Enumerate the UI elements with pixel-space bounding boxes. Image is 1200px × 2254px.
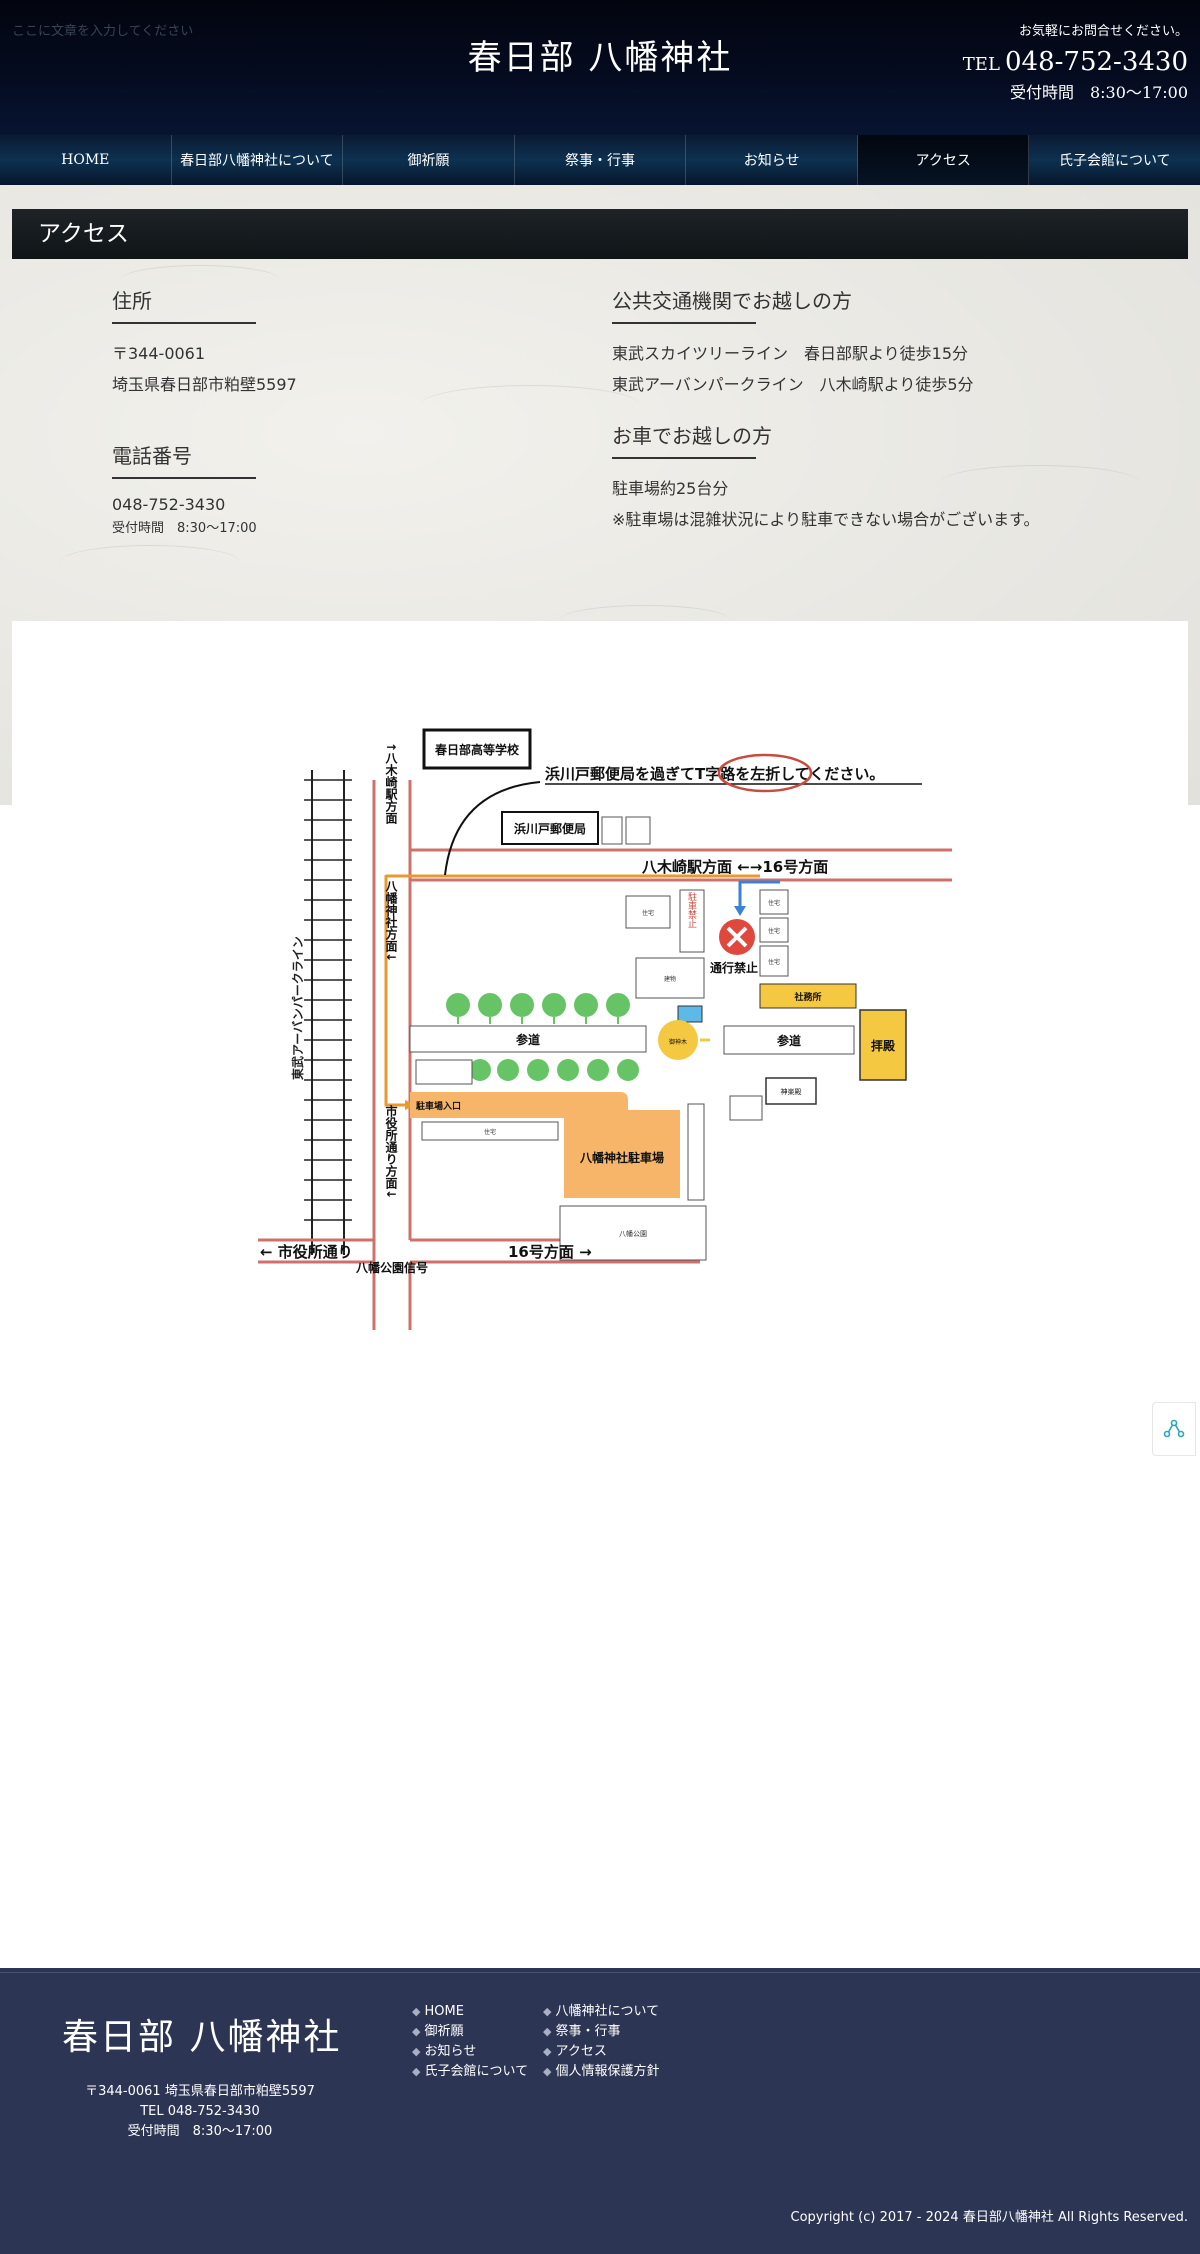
footer-link-privacy[interactable]: ◆個人情報保護方針 <box>543 2064 660 2079</box>
transit-line-2: 東武アーバンパークライン 八木崎駅より徒歩5分 <box>612 375 974 394</box>
share-icon <box>1163 1419 1185 1438</box>
nav-prayer[interactable]: 御祈願 <box>343 135 515 185</box>
car-line-1: 駐車場約25台分 <box>612 479 729 498</box>
contact-lead: お気軽にお問合せください。 <box>1018 24 1188 39</box>
map-roads <box>258 780 952 1330</box>
footer-link-hall[interactable]: ◆氏子会館について <box>412 2064 529 2079</box>
map-label-yagisaki-vertical: ↑八木崎駅方面 <box>384 742 398 825</box>
footer-link-access[interactable]: ◆アクセス <box>543 2044 607 2059</box>
global-nav: HOME 春日部八幡神社について 御祈願 祭事・行事 お知らせ アクセス 氏子会… <box>0 135 1200 185</box>
map-label-office: 社務所 <box>793 991 821 1003</box>
nav-hall[interactable]: 氏子会館について <box>1058 153 1171 169</box>
map-instruction: 浜川戸郵便局を過ぎてT字路を左折してください。 <box>545 765 884 783</box>
nav-home[interactable]: HOME <box>0 135 172 185</box>
diamond-icon: ◆ <box>543 2005 552 2018</box>
contact-tel[interactable]: TEL 048-752-3430 <box>963 47 1188 77</box>
map-label-no-entry: 通行禁止 <box>710 960 758 975</box>
phone-hours: 受付時間 8:30〜17:00 <box>112 521 257 536</box>
header-contact: お気軽にお問合せください。 TEL 048-752-3430 受付時間 8:30… <box>963 20 1188 103</box>
nav-news[interactable]: お知らせ <box>686 135 858 185</box>
map-label-route16: 16号方面 → <box>508 1243 592 1261</box>
map-label-haiden: 拝殿 <box>871 1038 896 1053</box>
header-placeholder-text: ここに文章を入力してください <box>12 24 194 39</box>
map-label-school: 春日部高等学校 <box>434 742 520 757</box>
phone-number[interactable]: 048-752-3430 <box>112 495 226 514</box>
diamond-icon: ◆ <box>412 2025 421 2038</box>
site-title[interactable]: 春日部 八幡神社 <box>467 38 733 78</box>
access-left-column: 住所 〒344-0061 埼玉県春日部市粕壁5597 電話番号 048-752-… <box>112 285 512 536</box>
footer-divider <box>0 1972 1200 1973</box>
footer-address: 〒344-0061 埼玉県春日部市粕壁5597 <box>85 2084 315 2099</box>
footer-link-news[interactable]: ◆お知らせ <box>412 2044 477 2059</box>
map-label-park: 八幡公園 <box>619 1229 647 1238</box>
page-title: アクセス <box>12 209 1188 259</box>
map-label-hachiman-vertical: 八幡神社方面↓ <box>384 880 398 963</box>
map-label-signal: 八幡公園信号 <box>355 1260 428 1275</box>
copyright: Copyright (c) 2017 - 2024 春日部八幡神社 All Ri… <box>790 2210 1189 2225</box>
diamond-icon: ◆ <box>412 2045 421 2058</box>
contact-hours: 受付時間 8:30〜17:00 <box>1009 83 1188 102</box>
tel-prefix: TEL <box>962 54 1000 75</box>
map-label-parking-entrance: 駐車場入口 <box>416 1100 461 1112</box>
map-label-parking: 八幡神社駐車場 <box>579 1150 664 1165</box>
map-label-house-1: 住宅 <box>642 909 654 917</box>
address-heading: 住所 <box>112 285 256 324</box>
map-label-house-3: 住宅 <box>768 927 780 935</box>
footer-links-col-2: ◆八幡神社について ◆祭事・行事 ◆アクセス ◆個人情報保護方針 <box>543 2002 659 2082</box>
map-label-house-4: 住宅 <box>768 958 780 966</box>
footer-hours: 受付時間 8:30〜17:00 <box>127 2124 273 2139</box>
map-label-sando-1: 参道 <box>516 1032 540 1047</box>
car-heading: お車でお越しの方 <box>612 420 772 459</box>
transit-line-1: 東武スカイツリーライン 春日部駅より徒歩15分 <box>612 344 969 363</box>
map-label-railway: 東武アーバンパークライン <box>290 936 305 1080</box>
map-label-building: 建物 <box>664 975 676 983</box>
map-label-cityhall-road: ← 市役所通り <box>260 1243 353 1261</box>
diamond-icon: ◆ <box>543 2045 552 2058</box>
footer-link-about[interactable]: ◆八幡神社について <box>543 2004 660 2019</box>
diamond-icon: ◆ <box>543 2065 552 2078</box>
map-label-cityhall-vertical: 市役所通り方面↓ <box>384 1105 398 1200</box>
map-label-sando-2: 参道 <box>777 1033 801 1048</box>
site-header: ここに文章を入力してください 春日部 八幡神社 お気軽にお問合せください。 TE… <box>0 0 1200 135</box>
share-button[interactable] <box>1152 1402 1196 1456</box>
transit-heading: 公共交通機関でお越しの方 <box>612 285 852 324</box>
footer-tel[interactable]: TEL 048-752-3430 <box>140 2104 260 2119</box>
diamond-icon: ◆ <box>412 2005 421 2018</box>
footer-link-home[interactable]: ◆HOME <box>412 2004 464 2019</box>
footer-link-events[interactable]: ◆祭事・行事 <box>543 2024 621 2039</box>
map-label-no-parking: 駐車禁止 <box>686 892 696 928</box>
footer-address-block: 〒344-0061 埼玉県春日部市粕壁5597 TEL 048-752-3430… <box>60 2082 340 2142</box>
footer-link-prayer[interactable]: ◆御祈願 <box>412 2024 464 2039</box>
site-footer: 春日部 八幡神社 〒344-0061 埼玉県春日部市粕壁5597 TEL 048… <box>0 1968 1200 2254</box>
nav-about[interactable]: 春日部八幡神社について <box>172 135 344 185</box>
map-label-house-2: 住宅 <box>768 899 780 907</box>
map-label-house-5: 住宅 <box>484 1128 496 1136</box>
map-label-sacred-tree: 御神木 <box>669 1038 687 1046</box>
tel-number[interactable]: 048-752-3430 <box>1005 47 1188 77</box>
map-trees-top <box>446 993 630 1017</box>
access-map: 東武アーバンパークライン 春日部高等学校 浜川戸郵便局を過ぎてT字路を左折してく… <box>258 728 952 1330</box>
footer-title[interactable]: 春日部 八幡神社 <box>62 2017 342 2058</box>
address-line: 埼玉県春日部市粕壁5597 <box>112 375 297 394</box>
railway-track <box>304 770 352 1255</box>
map-label-post-office: 浜川戸郵便局 <box>514 821 586 836</box>
diamond-icon: ◆ <box>543 2025 552 2038</box>
nav-access[interactable]: アクセス <box>857 135 1030 185</box>
phone-heading: 電話番号 <box>112 440 256 479</box>
footer-links-col-1: ◆HOME ◆御祈願 ◆お知らせ ◆氏子会館について <box>412 2002 528 2082</box>
diamond-icon: ◆ <box>412 2065 421 2078</box>
access-right-column: 公共交通機関でお越しの方 東武スカイツリーライン 春日部駅より徒歩15分 東武ア… <box>612 285 1172 535</box>
map-label-yagisaki-direction: 八木崎駅方面 ←→16号方面 <box>641 858 828 876</box>
nav-events[interactable]: 祭事・行事 <box>515 135 687 185</box>
map-label-kagura-hall: 神楽殿 <box>781 1087 802 1096</box>
address-postal: 〒344-0061 <box>112 344 206 363</box>
car-line-2: ※駐車場は混雑状況により駐車できない場合がございます。 <box>612 510 1040 529</box>
map-trees-bottom <box>469 1059 639 1081</box>
